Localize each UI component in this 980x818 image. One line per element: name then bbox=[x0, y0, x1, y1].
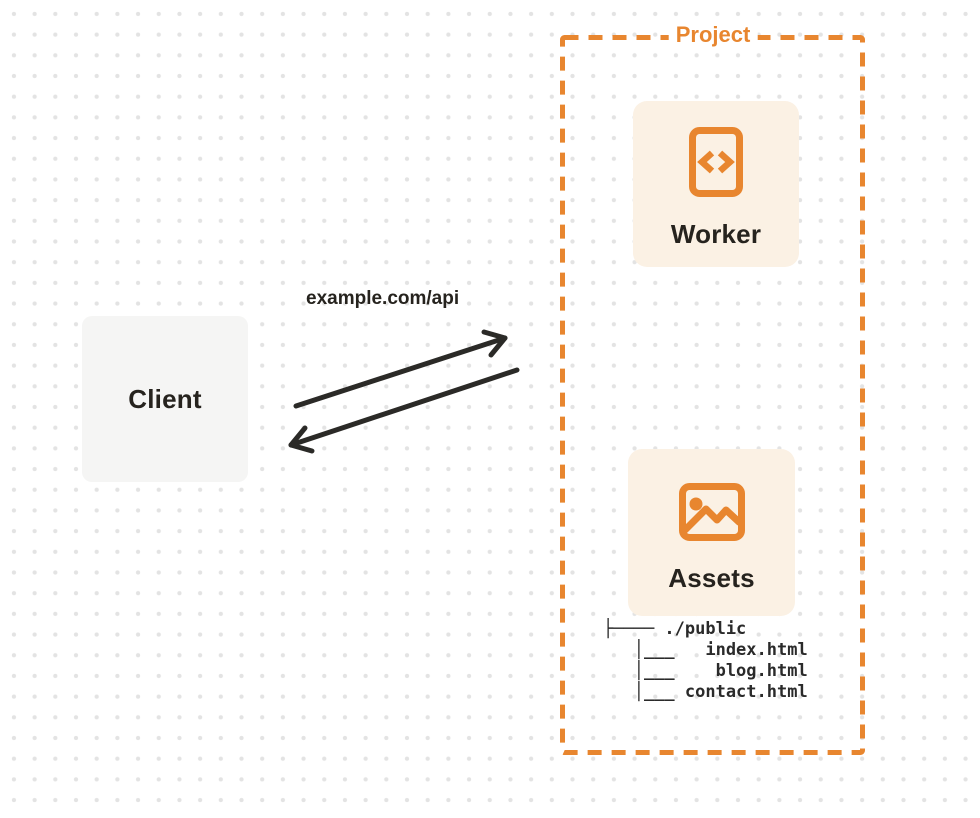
assets-node: Assets bbox=[628, 449, 795, 616]
client-node: Client bbox=[82, 316, 248, 482]
request-arrow bbox=[293, 329, 508, 409]
file-tree: ├──── ./public │___ index.html │___ blog… bbox=[603, 619, 808, 702]
client-label: Client bbox=[128, 383, 202, 414]
project-label: Project bbox=[668, 20, 758, 50]
response-arrow bbox=[288, 367, 520, 454]
worker-label: Worker bbox=[670, 219, 762, 249]
image-icon bbox=[678, 483, 745, 541]
code-document-icon bbox=[689, 127, 743, 197]
worker-node: Worker bbox=[633, 101, 799, 267]
assets-label: Assets bbox=[668, 563, 755, 593]
request-url-label: example.com/api bbox=[306, 288, 460, 309]
